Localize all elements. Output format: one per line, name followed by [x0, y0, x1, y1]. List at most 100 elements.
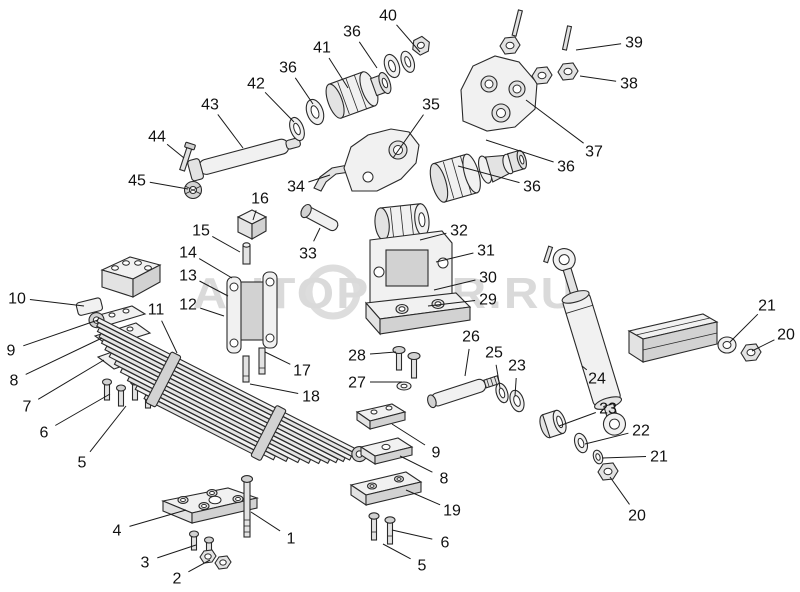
callout-label-7: 7 [23, 399, 32, 416]
callout-label-34: 34 [287, 179, 305, 196]
leader-line-8 [25, 337, 103, 375]
leader-line-18 [249, 383, 299, 394]
leader-line-17 [264, 351, 291, 365]
leader-line-9 [23, 319, 99, 347]
callout-label-11: 11 [148, 302, 165, 319]
callout-label-29: 29 [479, 292, 497, 309]
leader-line-41 [328, 57, 349, 89]
leader-line-23 [558, 412, 596, 427]
leader-line-14 [198, 258, 233, 279]
callout-label-14: 14 [179, 245, 197, 262]
leader-line-39 [575, 43, 622, 51]
leader-line-36 [358, 41, 378, 69]
leader-line-35 [392, 114, 424, 159]
leader-line-43 [217, 114, 244, 149]
callout-label-2: 2 [173, 571, 182, 588]
leader-line-5 [89, 405, 127, 453]
callout-label-32: 32 [450, 223, 468, 240]
callout-label-36: 36 [523, 179, 541, 196]
callout-label-24: 24 [588, 371, 606, 388]
buffer-pin [242, 242, 251, 265]
callout-label-21: 21 [758, 298, 776, 315]
leader-line-38 [579, 75, 617, 82]
callout-label-41: 41 [313, 40, 331, 57]
leader-line-5 [382, 543, 411, 560]
leader-line-23 [514, 377, 517, 397]
leader-line-6 [391, 529, 433, 540]
callout-label-26: 26 [462, 329, 480, 346]
leader-line-36 [485, 139, 554, 163]
ring-36b [383, 53, 401, 79]
callout-label-42: 42 [247, 76, 265, 93]
leader-line-45 [149, 181, 189, 190]
callout-label-38: 38 [620, 76, 638, 93]
callout-label-30: 30 [479, 270, 497, 287]
callout-label-36: 36 [557, 159, 575, 176]
bracket-plate-37 [460, 55, 538, 132]
callout-label-31: 31 [477, 243, 495, 260]
leader-line-25 [495, 364, 501, 389]
front-hanger-bracket [100, 256, 162, 298]
leader-line-12 [200, 307, 225, 317]
leader-line-16 [252, 210, 257, 221]
rubber-buffer [236, 209, 268, 240]
callout-label-35: 35 [422, 97, 440, 114]
callout-label-23: 23 [508, 358, 526, 375]
callout-label-5: 5 [418, 558, 427, 575]
pad-bolts-bottom [368, 512, 396, 545]
callout-label-23: 23 [599, 401, 617, 418]
washer-nut-40 [400, 35, 430, 73]
leader-line-26 [464, 348, 470, 377]
callout-label-1: 1 [287, 531, 296, 548]
shackle-assembly [226, 271, 278, 383]
callout-label-27: 27 [348, 375, 366, 392]
callout-label-40: 40 [379, 8, 397, 25]
callout-label-15: 15 [192, 223, 210, 240]
bushing-36a [305, 98, 325, 126]
top-right-fasteners [499, 9, 579, 85]
callout-label-25: 25 [485, 345, 503, 362]
callout-label-18: 18 [302, 389, 320, 406]
leaf-spring [88, 312, 368, 465]
leader-line-30 [433, 279, 476, 291]
leader-line-40 [396, 24, 421, 53]
leader-line-32 [419, 232, 447, 241]
pin-33 [300, 203, 339, 232]
callout-label-3: 3 [141, 555, 150, 572]
leader-line-37 [525, 99, 584, 144]
center-hanger [364, 203, 472, 336]
rubber-pad [75, 297, 104, 316]
leader-line-19 [405, 489, 441, 506]
clamp-plate-4 [161, 487, 259, 524]
leader-line-7 [37, 359, 105, 400]
callout-label-6: 6 [441, 535, 450, 552]
shock-absorber [543, 245, 627, 436]
hanger-bolts [392, 345, 421, 391]
roller-32 [374, 203, 430, 241]
callout-label-28: 28 [348, 348, 366, 365]
leader-line-24 [581, 365, 588, 371]
leader-line-36 [294, 77, 314, 105]
callout-label-20: 20 [777, 327, 795, 344]
leader-line-20 [609, 476, 630, 505]
leader-line-11 [161, 320, 178, 354]
callout-label-22: 22 [632, 423, 650, 440]
callout-label-43: 43 [201, 97, 219, 114]
callout-label-6: 6 [40, 425, 49, 442]
callout-label-8: 8 [10, 373, 19, 390]
leader-line-21 [729, 313, 759, 343]
leader-line-3 [157, 544, 197, 559]
leader-line-31 [435, 252, 474, 263]
leader-line-34 [308, 174, 331, 183]
torque-rod-upper [187, 137, 301, 182]
leader-line-4 [129, 509, 187, 527]
leader-line-42 [264, 91, 295, 123]
leader-line-13 [199, 280, 229, 297]
leader-line-44 [166, 143, 185, 159]
callout-label-37: 37 [585, 144, 603, 161]
callout-label-10: 10 [8, 291, 26, 308]
leader-line-28 [369, 351, 397, 355]
